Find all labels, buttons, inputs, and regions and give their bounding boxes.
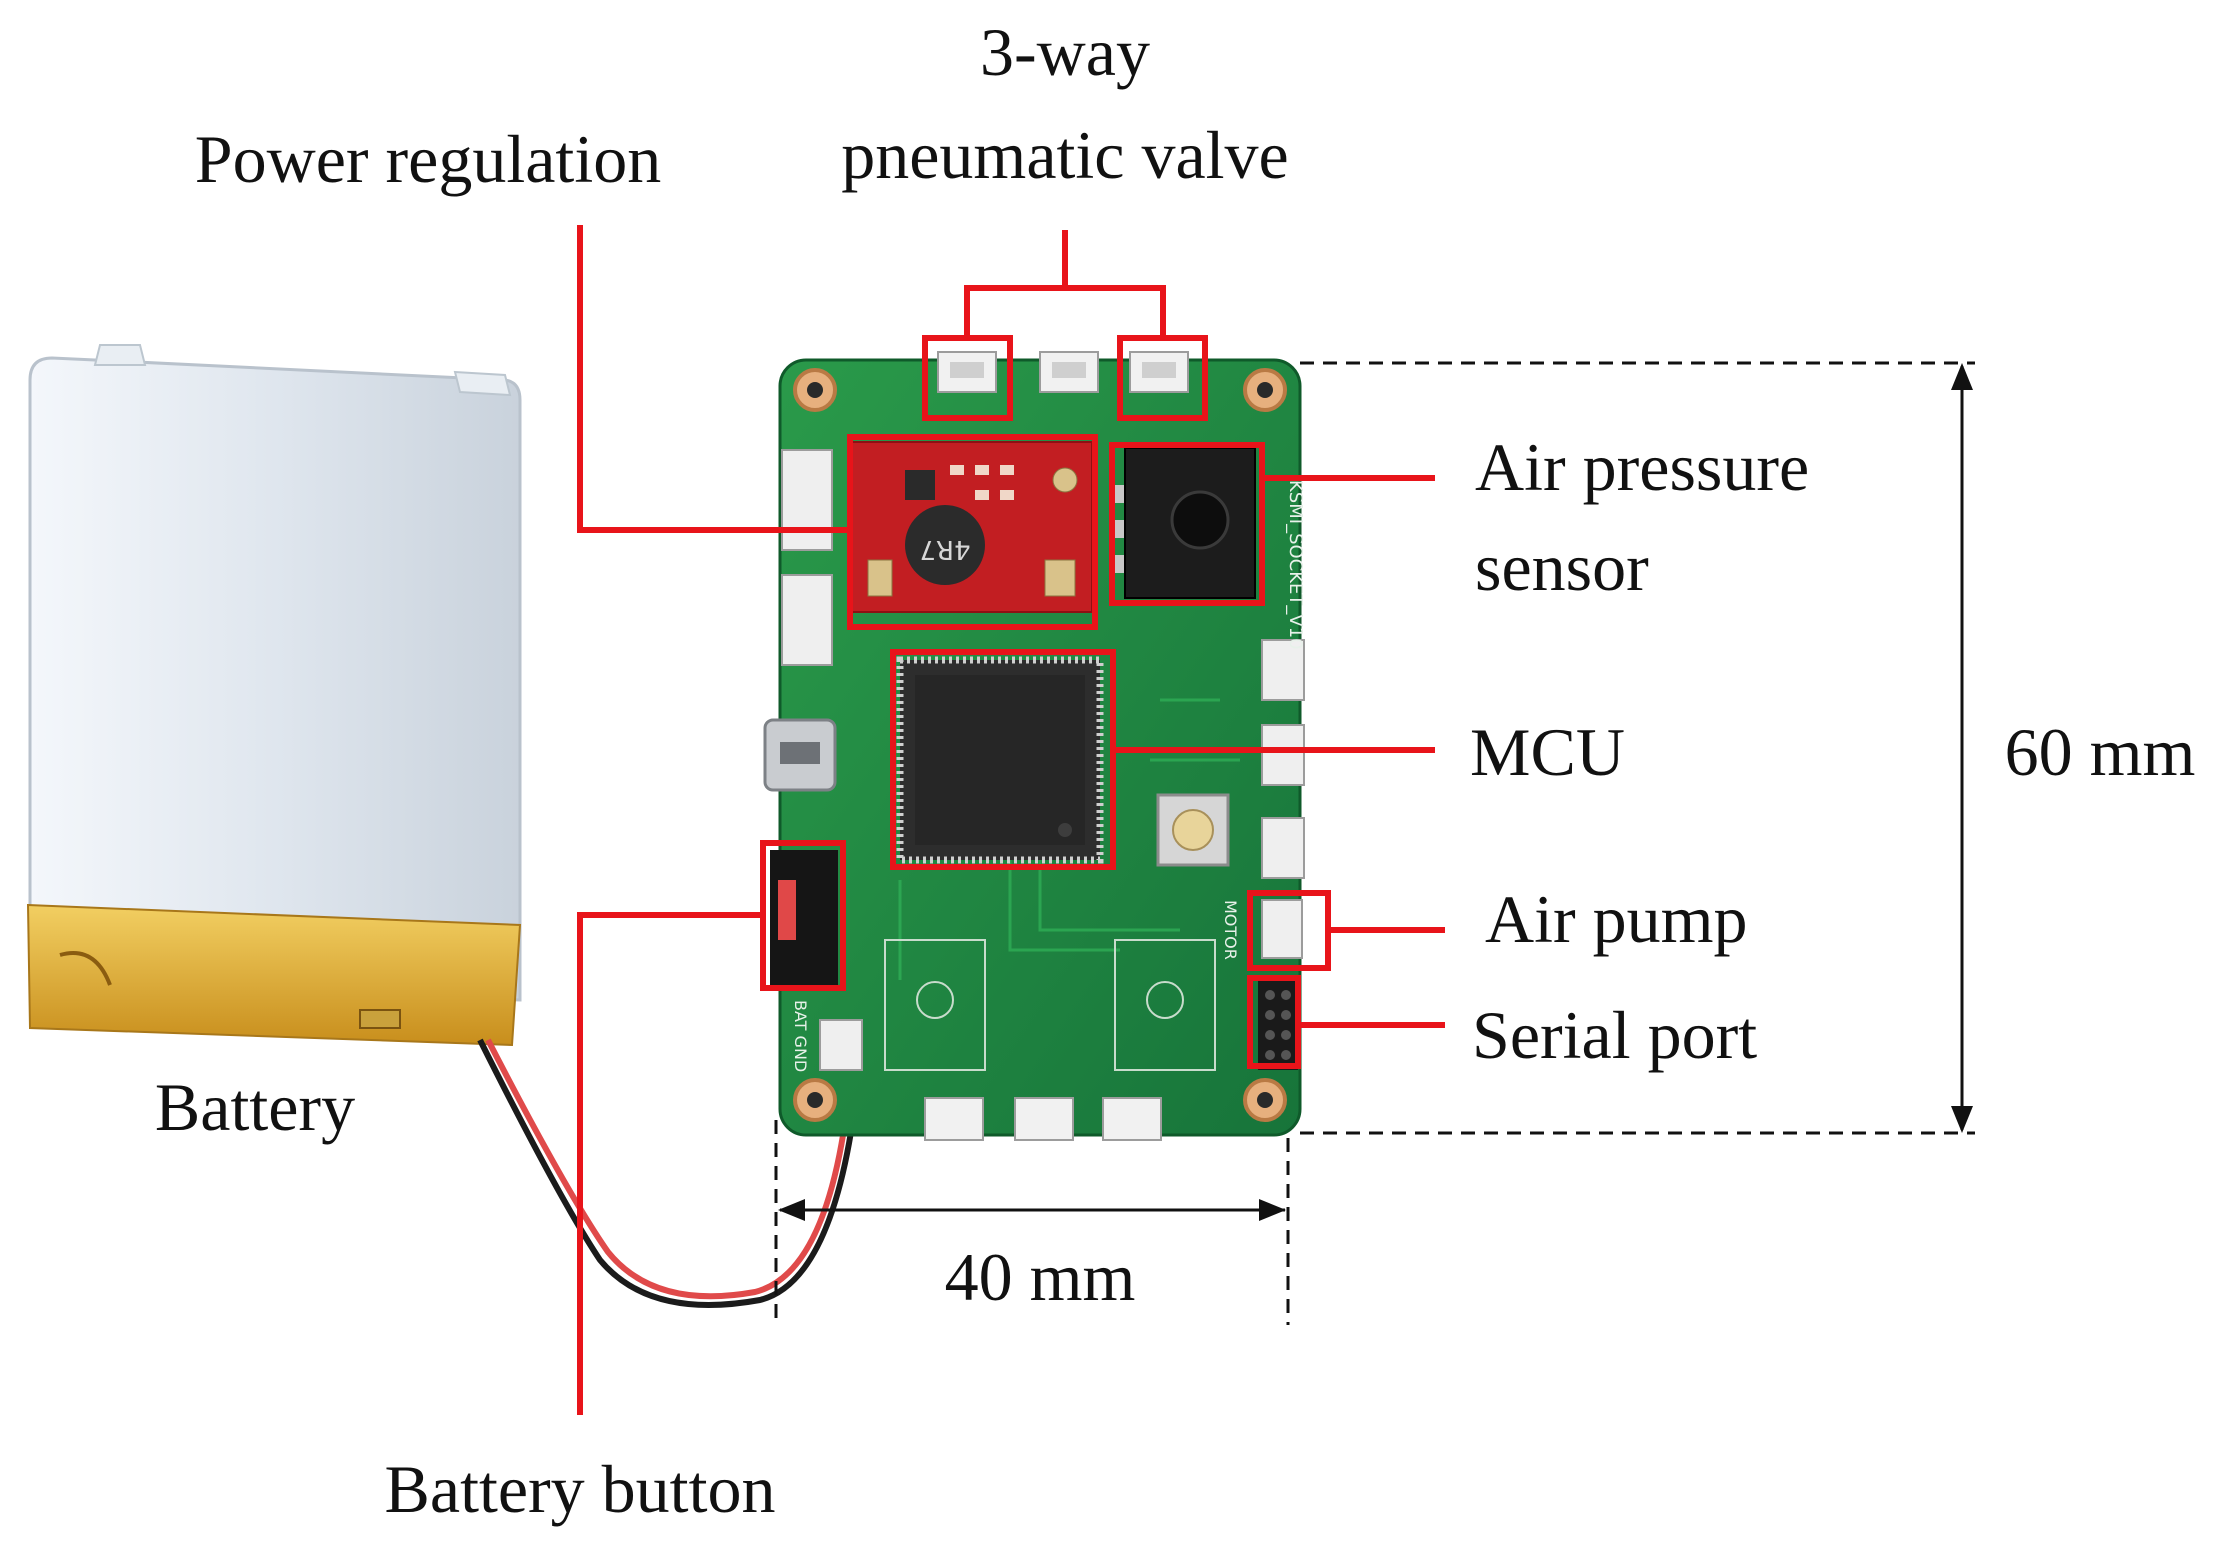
bat-gnd-text: BAT GND bbox=[791, 1000, 810, 1072]
right-connectors bbox=[1258, 639, 1305, 1070]
battery-switch bbox=[770, 850, 838, 985]
valve-label-line1: 3-way bbox=[980, 14, 1150, 90]
mounting-holes bbox=[793, 368, 1287, 1122]
pressure-sensor bbox=[1110, 447, 1256, 599]
mcu-label: MCU bbox=[1470, 714, 1625, 790]
pcb-traces bbox=[898, 698, 1240, 980]
bottom-connectors bbox=[819, 1019, 1162, 1141]
motor-text: MOTOR bbox=[1221, 900, 1240, 960]
inductor-label: 4R7 bbox=[919, 534, 970, 564]
serial-label: Serial port bbox=[1472, 997, 1757, 1073]
mcu-chip bbox=[896, 656, 1104, 864]
left-connectors bbox=[763, 449, 837, 792]
dimension-lines bbox=[774, 361, 1975, 1325]
pump-label: Air pump bbox=[1485, 881, 1748, 957]
dimension-arrowheads bbox=[778, 363, 1973, 1221]
valve-label-line2: pneumatic valve bbox=[841, 117, 1288, 193]
pcb-board: 4R7 bbox=[763, 351, 1306, 1141]
board-name-text: KSMI_SOCKET_V10 bbox=[1285, 480, 1306, 650]
power-module: 4R7 bbox=[851, 441, 1093, 613]
battery-photo bbox=[26, 344, 863, 1308]
sensor-label-line1: Air pressure bbox=[1475, 429, 1809, 505]
footprints bbox=[884, 939, 1216, 1071]
top-connectors bbox=[937, 351, 1189, 393]
sensor-label-line2: sensor bbox=[1475, 529, 1649, 605]
battery-button-label: Battery button bbox=[385, 1451, 776, 1527]
annotation-lines bbox=[577, 225, 1445, 1415]
tact-switch bbox=[1156, 793, 1230, 867]
power-label: Power regulation bbox=[195, 121, 661, 197]
height-dimension-label: 60 mm bbox=[2005, 714, 2196, 790]
width-dimension-label: 40 mm bbox=[945, 1239, 1136, 1315]
battery-label: Battery bbox=[155, 1069, 355, 1145]
